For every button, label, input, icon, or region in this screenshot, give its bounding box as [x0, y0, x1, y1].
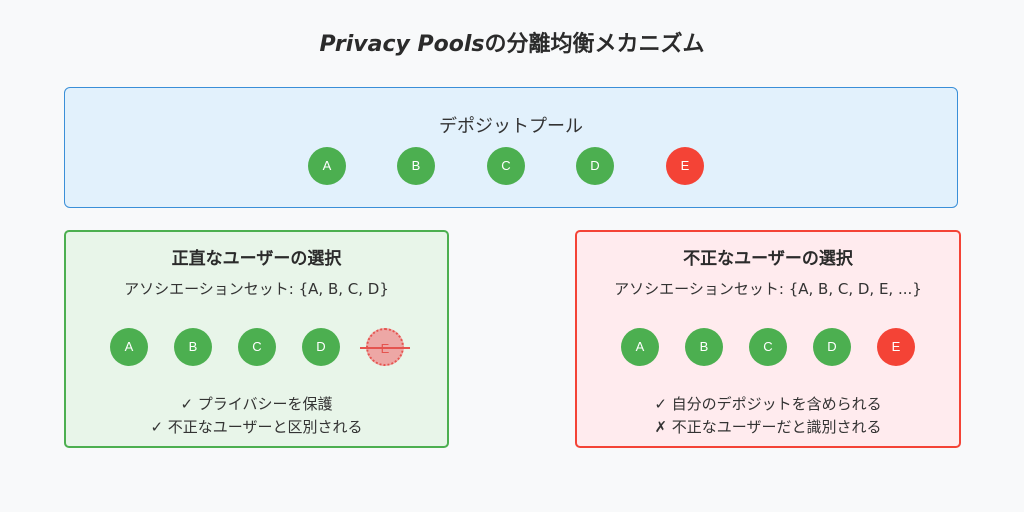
- dishonest-node-c: C: [749, 328, 787, 366]
- honest-notes: ✓ プライバシーを保護 ✓ 不正なユーザーと区別される: [66, 393, 447, 439]
- deposit-pool-label: デポジットプール: [439, 116, 583, 137]
- deposit-node-c: C: [487, 147, 525, 185]
- honest-user-panel: 正直なユーザーの選択 アソシエーションセット: {A, B, C, D} A B…: [64, 230, 449, 448]
- deposit-node-b: B: [397, 147, 435, 185]
- strikethrough-line: [360, 347, 410, 349]
- honest-node-b: B: [174, 328, 212, 366]
- honest-node-d: D: [302, 328, 340, 366]
- honest-node-a: A: [110, 328, 148, 366]
- honest-node-c: C: [238, 328, 276, 366]
- deposit-node-d: D: [576, 147, 614, 185]
- honest-excluded-node-e: E: [360, 328, 410, 366]
- dishonest-note-include-deposit: ✓ 自分のデポジットを含められる: [654, 395, 882, 413]
- deposit-pool-box: デポジットプール A B C D E: [64, 87, 958, 208]
- dishonest-node-d: D: [813, 328, 851, 366]
- honest-note-distinguished: ✓ 不正なユーザーと区別される: [150, 418, 363, 436]
- honest-association-set: アソシエーションセット: {A, B, C, D}: [124, 280, 389, 298]
- dishonest-notes: ✓ 自分のデポジットを含められる ✗ 不正なユーザーだと識別される: [577, 393, 959, 439]
- title-rest: の分離均衡メカニズム: [484, 32, 705, 57]
- diagram-title: Privacy Poolsの分離均衡メカニズム: [0, 26, 1024, 58]
- honest-note-privacy: ✓ プライバシーを保護: [180, 395, 333, 413]
- dishonest-panel-title: 不正なユーザーの選択: [683, 249, 853, 269]
- honest-panel-title: 正直なユーザーの選択: [171, 249, 342, 269]
- dishonest-note-identified: ✗ 不正なユーザーだと識別される: [654, 418, 882, 436]
- dishonest-node-e: E: [877, 328, 915, 366]
- dishonest-node-a: A: [621, 328, 659, 366]
- deposit-node-a: A: [308, 147, 346, 185]
- dishonest-node-b: B: [685, 328, 723, 366]
- title-latin: Privacy Pools: [319, 32, 485, 57]
- dishonest-association-set: アソシエーションセット: {A, B, C, D, E, ...}: [614, 280, 922, 298]
- deposit-node-e: E: [666, 147, 704, 185]
- dishonest-user-panel: 不正なユーザーの選択 アソシエーションセット: {A, B, C, D, E, …: [575, 230, 961, 448]
